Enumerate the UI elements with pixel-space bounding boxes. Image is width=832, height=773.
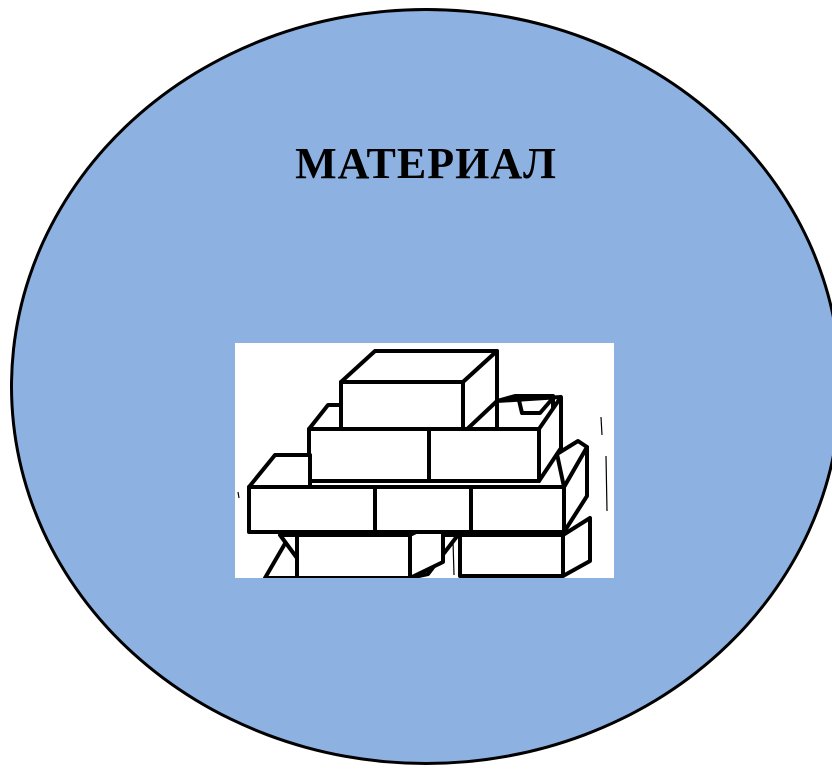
bricks-illustration [235,343,614,578]
material-title: МАТЕРИАЛ [0,138,832,189]
stacked-bricks-icon [235,343,614,578]
